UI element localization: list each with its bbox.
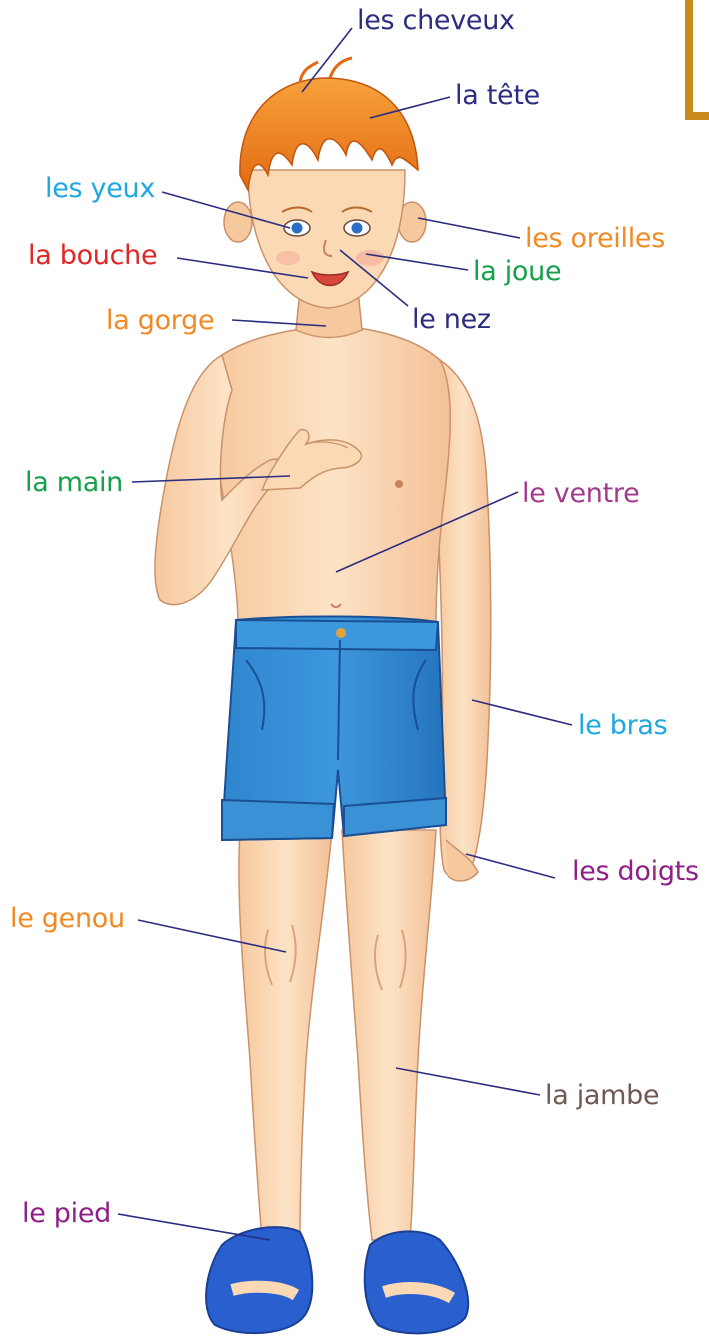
sandals — [206, 1227, 468, 1333]
label-les-cheveux: les cheveux — [357, 5, 515, 37]
leader-line-pied — [118, 1214, 270, 1240]
label-la-main: la main — [25, 467, 123, 499]
label-les-yeux: les yeux — [45, 173, 155, 205]
label-la-joue: la joue — [473, 256, 561, 288]
leader-line-doigts — [466, 854, 555, 878]
label-la-gorge: la gorge — [106, 305, 214, 337]
shorts — [222, 616, 446, 840]
label-la-tete: la tête — [455, 80, 540, 112]
label-la-jambe: la jambe — [545, 1080, 659, 1112]
leader-line-oreilles — [418, 218, 520, 238]
label-le-pied: le pied — [22, 1198, 111, 1230]
label-le-ventre: le ventre — [522, 478, 639, 510]
label-le-genou: le genou — [10, 903, 125, 935]
legs — [239, 830, 436, 1240]
label-le-bras: le bras — [578, 710, 667, 742]
label-le-nez: le nez — [412, 304, 491, 336]
label-la-bouche: la bouche — [28, 240, 157, 272]
label-les-doigts: les doigts — [572, 856, 699, 888]
corner-accent — [685, 0, 709, 120]
label-les-oreilles: les oreilles — [525, 223, 665, 255]
